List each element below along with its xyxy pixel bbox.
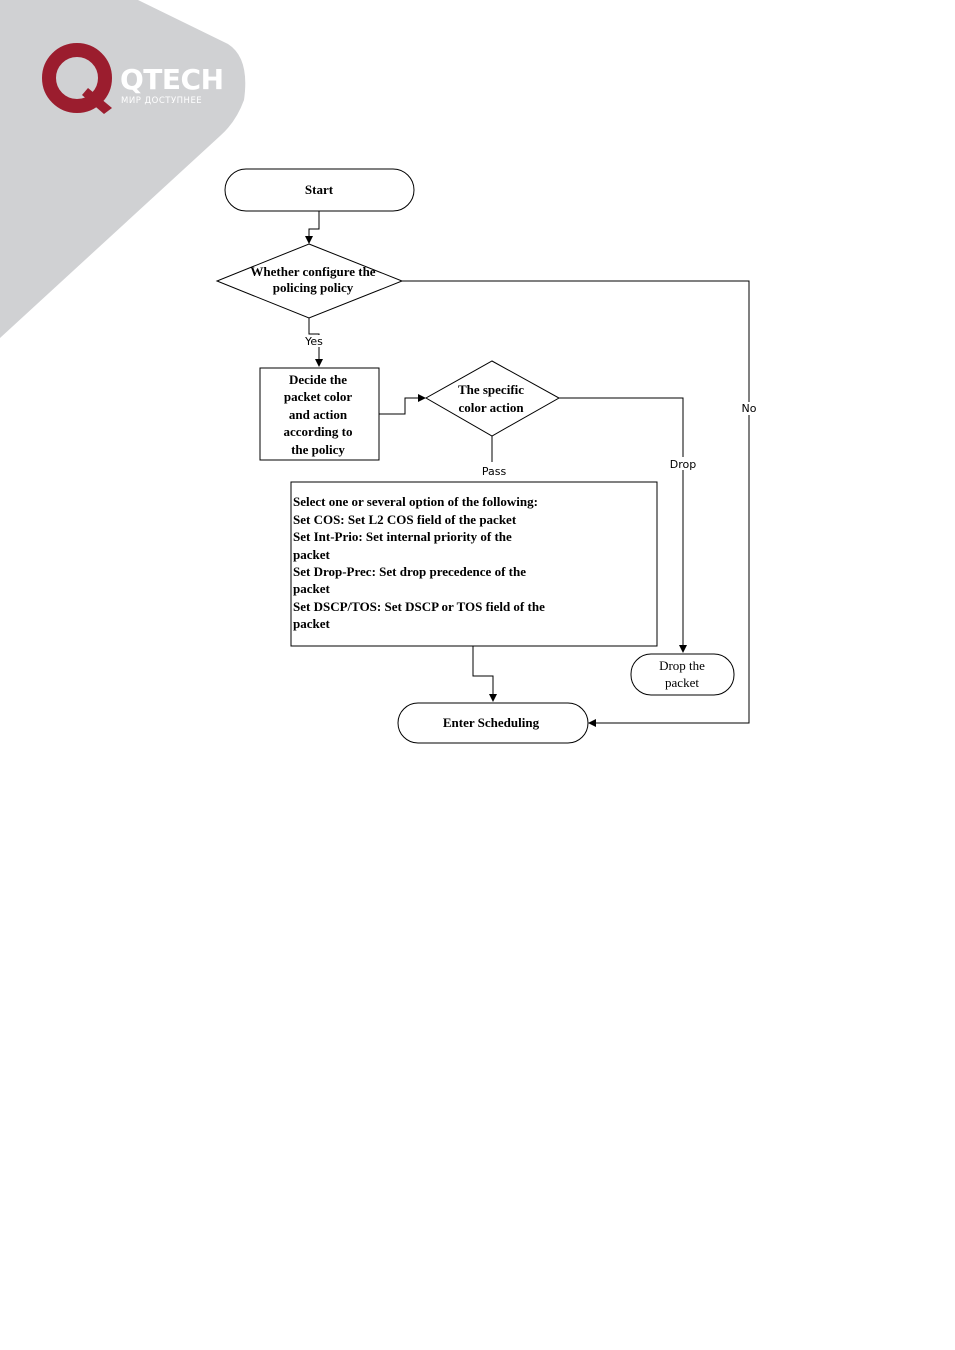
edge-yes-label-bg [302, 335, 326, 347]
options-line: Set Drop-Prec: Set drop precedence of th… [293, 564, 526, 579]
edge-drop-label: Drop [670, 458, 696, 471]
edge-drop-label-bg [666, 457, 700, 470]
options-line: Set DSCP/TOS: Set DSCP or TOS field of t… [293, 599, 545, 614]
decide-color-line3: and action [289, 407, 348, 422]
color-action-line1: The specific [458, 382, 524, 397]
decide-color-line4: according to [284, 424, 353, 439]
decide-color-line2: packet color [284, 389, 352, 404]
options-line: Select one or several option of the foll… [293, 494, 538, 509]
policy-decision-line1: Whether configure the [250, 264, 375, 279]
edge-drop [559, 397, 687, 653]
edge-process-to-color-decision [379, 394, 426, 415]
edge-yes [308, 318, 323, 367]
edge-yes-label: Yes [304, 335, 323, 348]
start-label: Start [305, 182, 334, 197]
logo-mark-icon [42, 43, 112, 113]
qtech-logo: QTECH МИР ДОСТУПНЕЕ [42, 43, 224, 114]
options-line: packet [293, 581, 331, 596]
edge-no [402, 280, 750, 727]
options-line: packet [293, 616, 331, 631]
decide-color-line1: Decide the [289, 372, 347, 387]
enter-scheduling-label: Enter Scheduling [443, 715, 540, 730]
logo-brand-text: QTECH [120, 63, 224, 96]
options-line: Set COS: Set L2 COS field of the packet [293, 512, 517, 527]
edge-start-to-decision [305, 211, 320, 244]
edge-options-to-end [472, 646, 497, 702]
enter-scheduling-terminal [397, 702, 589, 744]
edge-pass-label: Pass [482, 465, 507, 478]
drop-packet-line1: Drop the [659, 658, 705, 673]
decide-color-line5: the policy [291, 442, 345, 457]
policy-decision-line2: policing policy [273, 280, 354, 295]
drop-packet-line2: packet [665, 675, 699, 690]
options-text-block: Select one or several option of the foll… [293, 494, 545, 631]
color-action-diamond [424, 360, 561, 437]
options-line: Set Int-Prio: Set internal priority of t… [293, 529, 512, 544]
edge-no-label-bg [739, 402, 759, 415]
edge-no-label: No [742, 402, 757, 415]
options-line: packet [293, 547, 331, 562]
logo-mark-tail [82, 88, 112, 114]
logo-tagline-text: МИР ДОСТУПНЕЕ [121, 96, 202, 106]
options-process-box [290, 481, 658, 647]
decide-color-process [259, 367, 380, 461]
color-action-line2: color action [458, 400, 524, 415]
corner-band [0, 0, 246, 338]
drop-packet-terminal [630, 653, 735, 696]
